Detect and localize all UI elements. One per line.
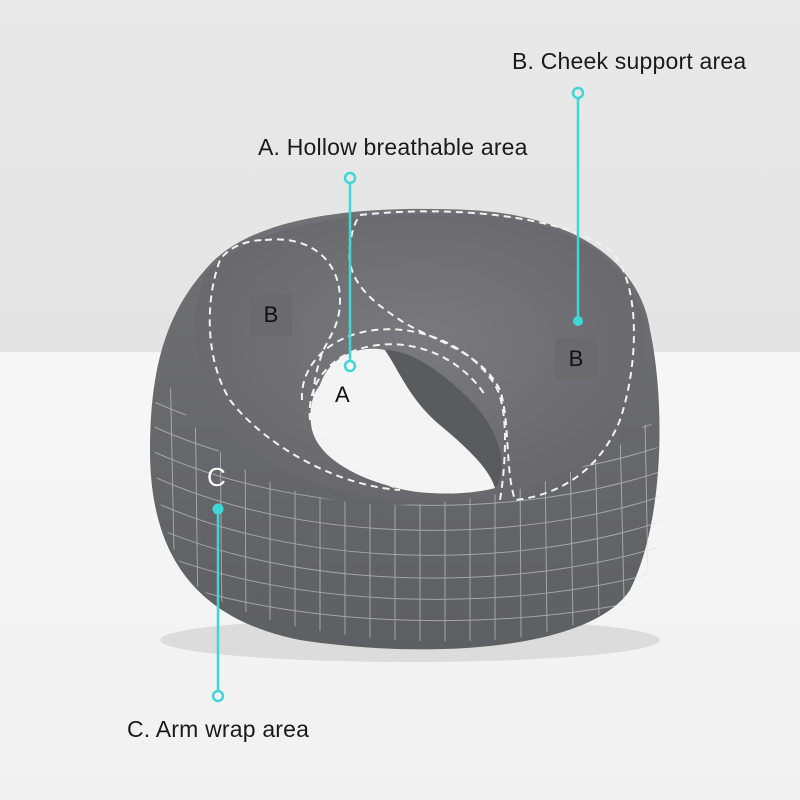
zone-marker-a: A bbox=[335, 382, 350, 407]
callout-c-dot-icon bbox=[212, 503, 224, 515]
label-hollow-breathable: A. Hollow breathable area bbox=[258, 134, 528, 160]
callout-a-dot-icon bbox=[343, 359, 357, 373]
callout-a-anchor-icon bbox=[343, 171, 357, 185]
zone-marker-b-left: B bbox=[250, 294, 292, 336]
label-cheek-support: B. Cheek support area bbox=[512, 48, 747, 74]
pillow-top-surface bbox=[195, 213, 646, 503]
callout-b-anchor-icon bbox=[571, 86, 585, 100]
callout-c-anchor-icon bbox=[211, 689, 225, 703]
hollow-inner-wall bbox=[385, 350, 502, 488]
label-arm-wrap: C. Arm wrap area bbox=[127, 716, 310, 742]
zone-marker-c: C bbox=[207, 462, 226, 492]
callout-b-dot-icon bbox=[573, 316, 583, 326]
hollow-opening bbox=[310, 348, 495, 494]
stitching bbox=[208, 210, 635, 502]
zone-marker-b-right: B bbox=[555, 338, 597, 380]
callout-lines bbox=[216, 98, 580, 690]
